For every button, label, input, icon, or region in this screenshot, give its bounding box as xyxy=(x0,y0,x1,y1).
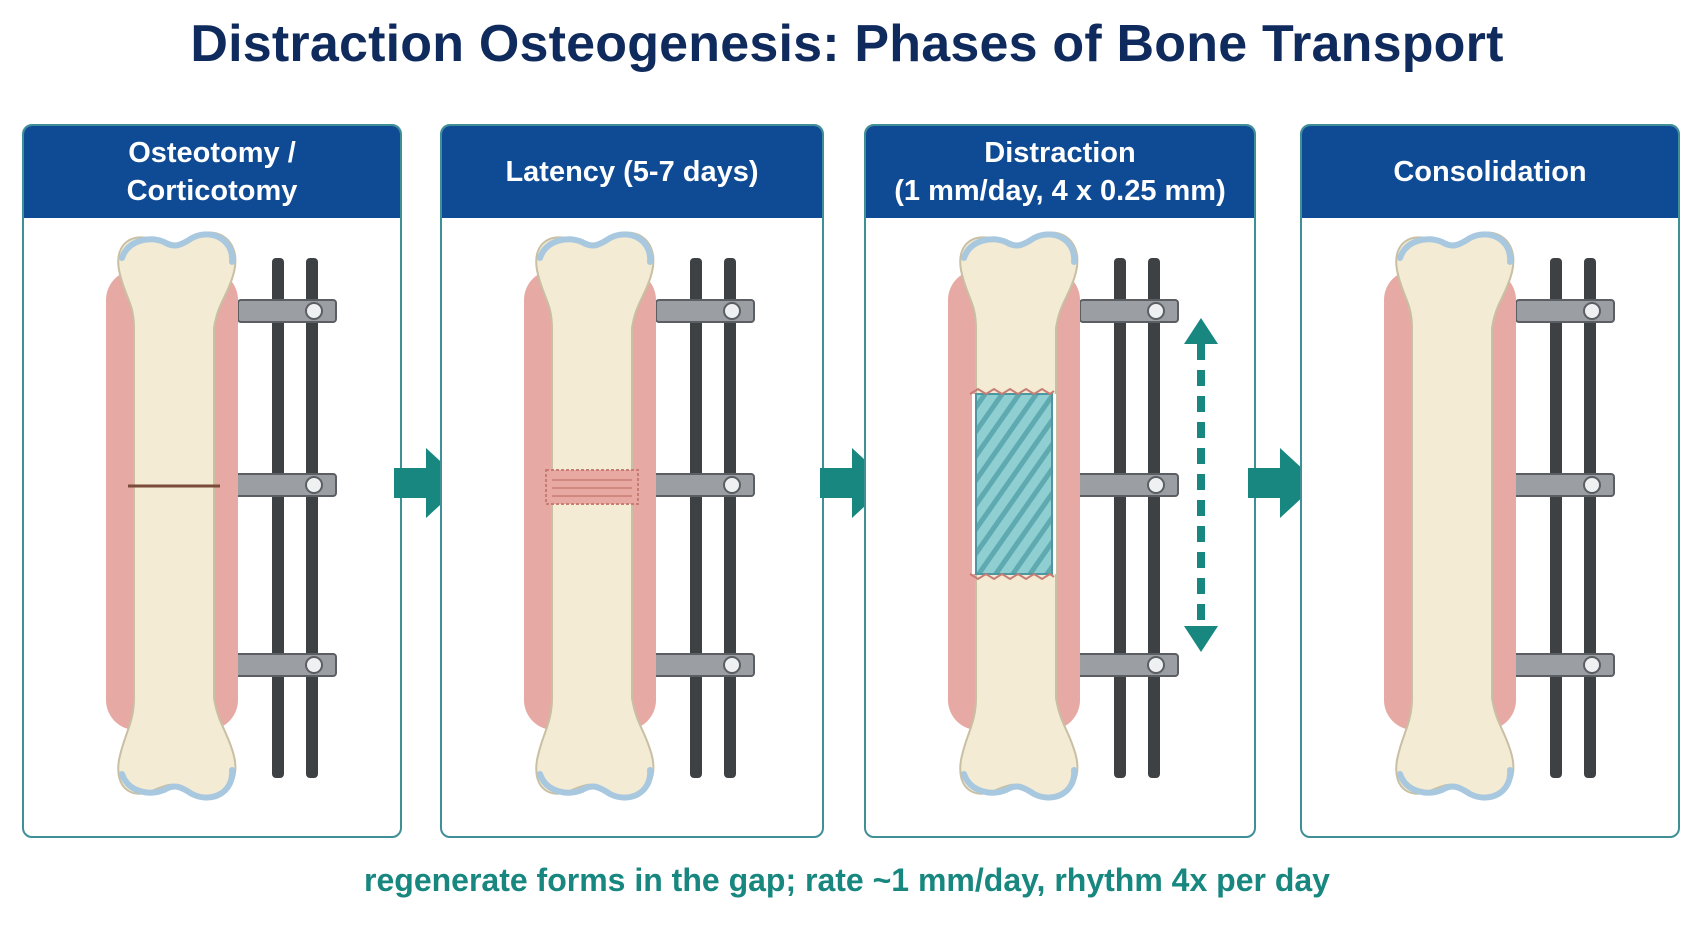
phase-header-distraction: Distraction (1 mm/day, 4 x 0.25 mm) xyxy=(866,126,1254,218)
page-title: Distraction Osteogenesis: Phases of Bone… xyxy=(190,15,1504,73)
cartilage-cap xyxy=(119,231,236,265)
external-fixator xyxy=(223,258,337,778)
clamp-screw xyxy=(1583,656,1601,674)
clamp-screw xyxy=(1583,476,1601,494)
clamp-screw xyxy=(723,302,741,320)
regenerate-zone xyxy=(975,393,1053,575)
clamp-screw xyxy=(1147,476,1165,494)
clamp-screw xyxy=(305,476,323,494)
fixator-rod xyxy=(1550,258,1562,778)
arrow-right-icon xyxy=(1248,448,1318,518)
fixator-rod xyxy=(1148,258,1160,778)
bone xyxy=(524,231,656,801)
clamp-screw xyxy=(1583,302,1601,320)
cartilage-cap xyxy=(1397,767,1514,801)
cartilage-cap xyxy=(961,231,1078,265)
phase-panel-consolidation: Consolidation xyxy=(1300,124,1680,838)
clamp-screw xyxy=(305,302,323,320)
cartilage-cap xyxy=(1397,231,1514,265)
consolidation-illustration xyxy=(1384,231,1615,801)
bone xyxy=(1384,231,1516,801)
phase-header-consolidation: Consolidation xyxy=(1302,126,1678,218)
fracture-edge xyxy=(969,387,1055,396)
phase-title-line1: Consolidation xyxy=(1393,156,1587,188)
phase-title-line1: Latency (5-7 days) xyxy=(505,156,759,188)
phase-title-line2: Corticotomy xyxy=(126,175,298,207)
external-fixator xyxy=(1501,258,1615,778)
clamp-screw xyxy=(1147,302,1165,320)
clamp-screw xyxy=(723,476,741,494)
bone xyxy=(948,231,1080,801)
clamp-screw xyxy=(305,656,323,674)
bone xyxy=(106,231,238,801)
footer-note: regenerate forms in the gap; rate ~1 mm/… xyxy=(364,862,1330,898)
cartilage-cap xyxy=(961,767,1078,801)
phase-panel-osteotomy: Osteotomy / Corticotomy xyxy=(22,124,402,838)
external-fixator xyxy=(641,258,755,778)
arrow-up-icon xyxy=(1184,318,1218,344)
phase-title-line1: Osteotomy / xyxy=(128,137,296,169)
osteotomy-illustration xyxy=(106,231,337,801)
phase-title-line1: Distraction xyxy=(984,137,1136,169)
clamp-screw xyxy=(1147,656,1165,674)
phase-title-line2: (1 mm/day, 4 x 0.25 mm) xyxy=(894,175,1226,207)
step-arrow xyxy=(818,446,892,525)
clamp-screw xyxy=(723,656,741,674)
fixator-rod xyxy=(272,258,284,778)
phase-panel-distraction: Distraction (1 mm/day, 4 x 0.25 mm) xyxy=(864,124,1256,838)
distraction-direction-arrow xyxy=(1184,318,1218,652)
fixator-rod xyxy=(1584,258,1596,778)
external-fixator xyxy=(1065,258,1179,778)
callus-zone xyxy=(545,469,639,505)
fixator-rod xyxy=(306,258,318,778)
cartilage-cap xyxy=(119,767,236,801)
arrow-down-icon xyxy=(1184,626,1218,652)
cartilage-cap xyxy=(537,231,654,265)
arrow-right-icon xyxy=(394,448,464,518)
distraction-illustration xyxy=(948,231,1218,801)
fixator-rod xyxy=(1114,258,1126,778)
fixator-rod xyxy=(690,258,702,778)
phase-header-osteotomy: Osteotomy / Corticotomy xyxy=(24,126,400,218)
phase-panel-latency: Latency (5-7 days) xyxy=(440,124,824,838)
phase-header-latency: Latency (5-7 days) xyxy=(442,126,822,218)
arrow-right-icon xyxy=(820,448,890,518)
fracture-edge xyxy=(969,572,1055,581)
cartilage-cap xyxy=(537,767,654,801)
step-arrow xyxy=(392,446,466,525)
fixator-rod xyxy=(724,258,736,778)
latency-illustration xyxy=(524,231,755,801)
step-arrow xyxy=(1246,446,1320,525)
